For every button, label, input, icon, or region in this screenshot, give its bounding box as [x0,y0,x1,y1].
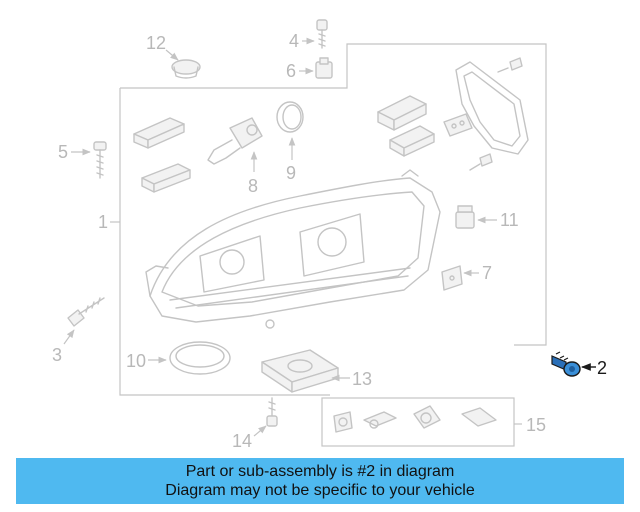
part-7-bracket[interactable] [441,265,463,291]
screw-icon [497,57,523,73]
part-5-bolt[interactable] [93,141,107,179]
screw-icon-lower [469,153,493,171]
part-11-adjuster[interactable] [455,205,475,229]
callout-5[interactable]: 5 [58,142,68,162]
part-9-ring[interactable] [276,101,304,133]
callout-8[interactable]: 8 [248,176,258,196]
connector-pair-left [133,117,191,193]
callout-12[interactable]: 12 [146,33,166,53]
part-3-bolt[interactable] [67,297,105,327]
info-banner: Part or sub-assembly is #2 in diagram Di… [16,458,624,504]
assembly-frame [119,43,547,396]
part-2-screw[interactable] [551,351,581,377]
part-13-control-module[interactable] [261,349,339,393]
connector-modules-right [377,95,473,157]
callout-10[interactable]: 10 [126,351,146,371]
part-8-bulb[interactable] [207,117,263,165]
callout-7[interactable]: 7 [482,263,492,283]
callout-4[interactable]: 4 [289,31,299,51]
callout-11[interactable]: 11 [500,210,519,230]
part-14-bolt[interactable] [266,397,278,427]
part-15-items[interactable] [333,405,497,433]
part-10-ring[interactable] [169,341,231,375]
rear-cover [455,61,529,155]
banner-line-1: Part or sub-assembly is #2 in diagram [185,463,455,480]
callout-15[interactable]: 15 [526,415,546,435]
part-6-clip[interactable] [315,57,333,79]
callout-14[interactable]: 14 [232,431,252,451]
banner-line-2: Diagram may not be specific to your vehi… [165,482,475,499]
callout-6[interactable]: 6 [286,61,296,81]
part-4-screw[interactable] [316,19,328,49]
callout-9[interactable]: 9 [286,163,296,183]
callout-3[interactable]: 3 [52,345,62,365]
headlight-housing [145,169,441,329]
callout-2[interactable]: 2 [597,358,607,378]
part-15-group-box [321,397,515,447]
callout-13[interactable]: 13 [352,369,372,389]
callout-1[interactable]: 1 [98,212,108,232]
part-12-plug[interactable] [171,59,201,79]
